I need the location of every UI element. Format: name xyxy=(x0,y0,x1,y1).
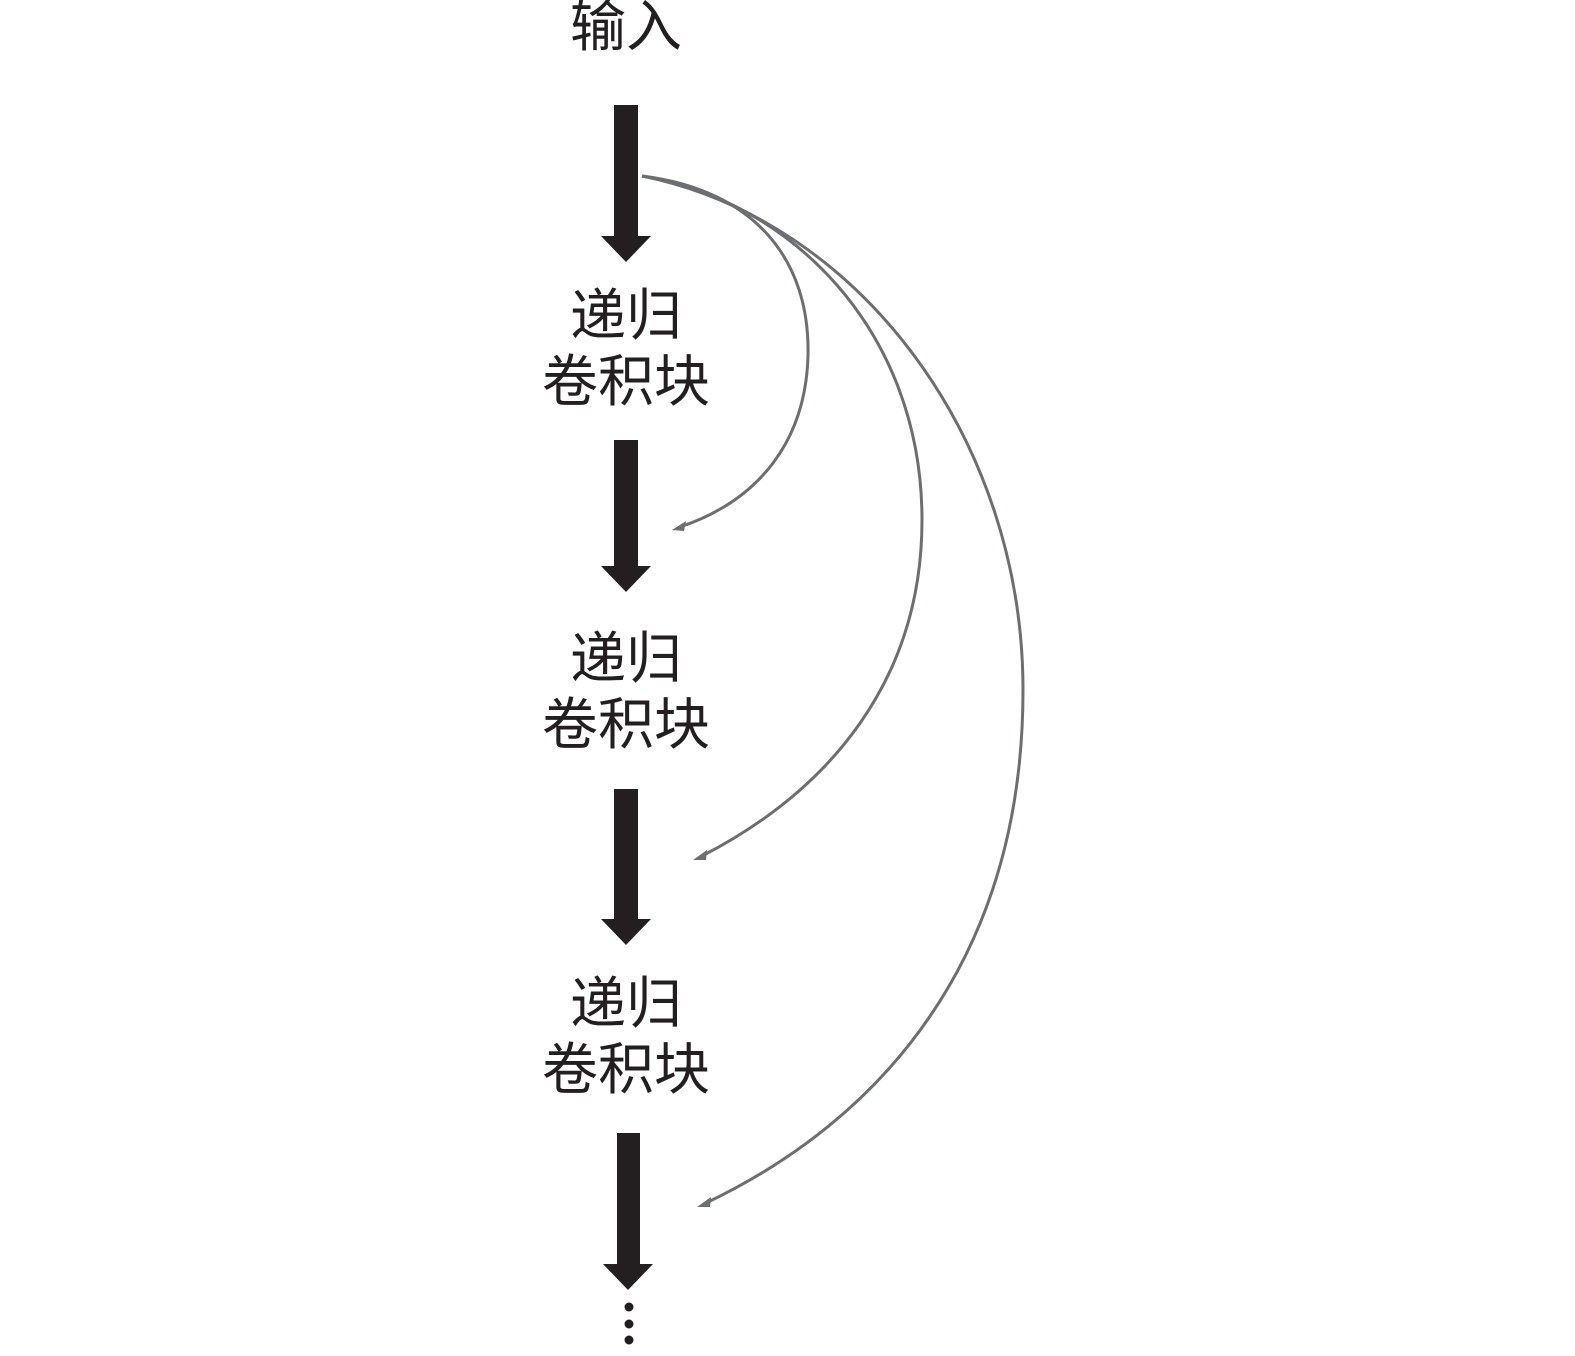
ellipsis-dot-2 xyxy=(624,1319,634,1329)
recursive-conv-block-2: 递归 卷积块 xyxy=(542,627,710,758)
block-3-line2: 卷积块 xyxy=(542,1038,710,1103)
ellipsis-dot-1 xyxy=(624,1302,634,1312)
flow-arrow-1 xyxy=(601,105,651,262)
skip-connection-3-arrowhead xyxy=(697,1197,711,1207)
skip-connection-3 xyxy=(641,174,1025,1205)
block-3-line1: 递归 xyxy=(570,972,682,1037)
ellipsis-dot-3 xyxy=(624,1335,634,1345)
skip-connection-2-arrowhead xyxy=(693,850,707,860)
continuation-ellipsis xyxy=(624,1302,634,1345)
flow-arrow-4 xyxy=(603,1133,653,1290)
recursive-conv-block-1: 递归 卷积块 xyxy=(542,284,710,415)
block-2-line2: 卷积块 xyxy=(542,693,710,758)
flow-arrow-3 xyxy=(601,789,651,945)
flow-arrow-2 xyxy=(601,440,651,592)
block-1-line1: 递归 xyxy=(570,284,682,349)
block-2-line1: 递归 xyxy=(570,627,682,692)
input-label: 输入 xyxy=(570,0,682,60)
recursive-conv-block-3: 递归 卷积块 xyxy=(542,972,710,1103)
block-1-line2: 卷积块 xyxy=(542,350,710,415)
skip-connection-1-arrowhead xyxy=(672,521,686,531)
